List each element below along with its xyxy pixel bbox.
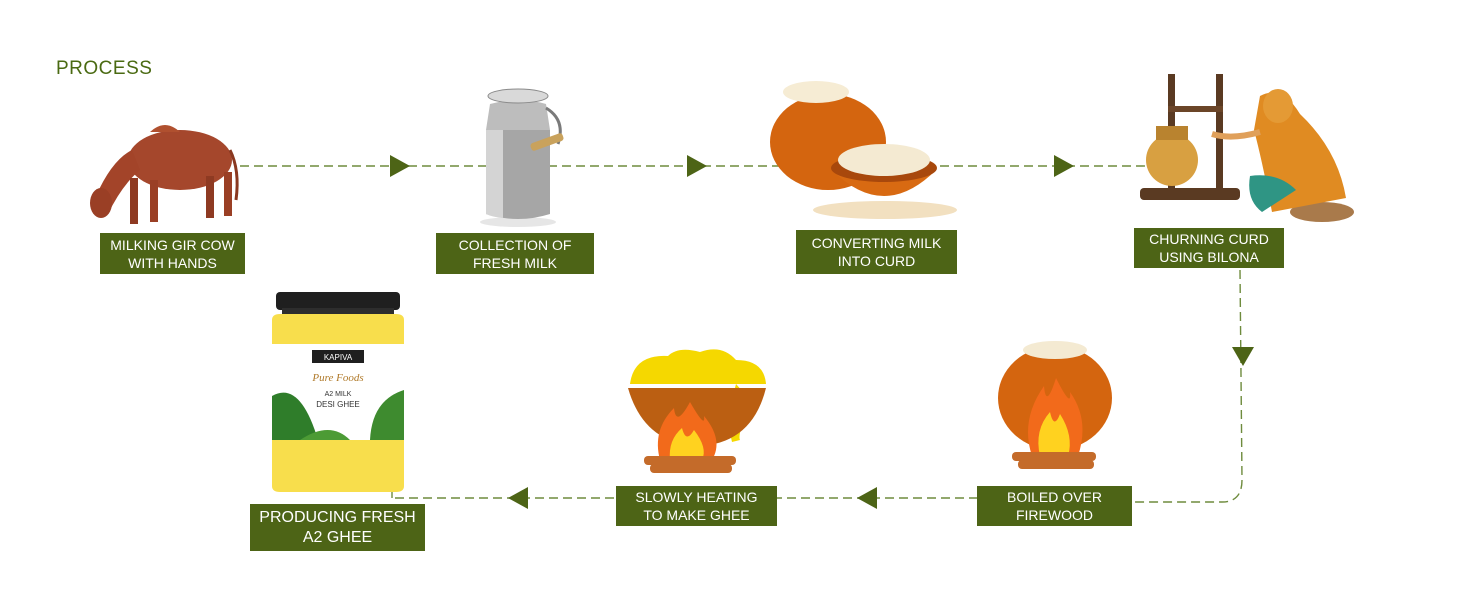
step-label-line: A2 GHEE [259, 528, 415, 548]
curd-pot-icon [770, 81, 957, 219]
step-label-line: FRESH MILK [459, 254, 572, 272]
heating-ghee-icon [628, 349, 766, 473]
step-label-line: CONVERTING MILK [812, 234, 942, 252]
arrow-left-icon [857, 487, 877, 509]
step-label-line: FIREWOOD [1007, 506, 1102, 524]
arrow-right-icon [1054, 155, 1074, 177]
connector-right-descent [1132, 270, 1242, 502]
step-label-line: MILKING GIR COW [110, 236, 234, 254]
ghee-jar-icon: KAPIVA Pure Foods A2 MILK DESI GHEE [272, 292, 404, 492]
pot-on-fire-icon [998, 341, 1112, 469]
step-label-line: INTO CURD [812, 252, 942, 270]
step-label-line: TO MAKE GHEE [635, 506, 757, 524]
arrow-left-icon [508, 487, 528, 509]
step-label-line: COLLECTION OF [459, 236, 572, 254]
jar-product-line1: A2 MILK [325, 391, 352, 398]
step-label-line: CHURNING CURD [1149, 230, 1269, 248]
arrow-down-icon [1232, 347, 1254, 366]
arrow-right-icon [687, 155, 707, 177]
step-label-line: PRODUCING FRESH [259, 508, 415, 528]
jar-product-line2: DESI GHEE [316, 400, 360, 409]
arrow-right-icon [390, 155, 410, 177]
bilona-churning-icon [1140, 74, 1354, 222]
step-label-line: BOILED OVER [1007, 488, 1102, 506]
step-label-line: SLOWLY HEATING [635, 488, 757, 506]
step-label-line: WITH HANDS [110, 254, 234, 272]
cow-icon [90, 125, 237, 224]
step-label-line: USING BILONA [1149, 248, 1269, 266]
jar-brand-text: KAPIVA [324, 353, 353, 362]
jar-line-text: Pure Foods [311, 372, 363, 384]
milk-can-icon [480, 89, 564, 227]
